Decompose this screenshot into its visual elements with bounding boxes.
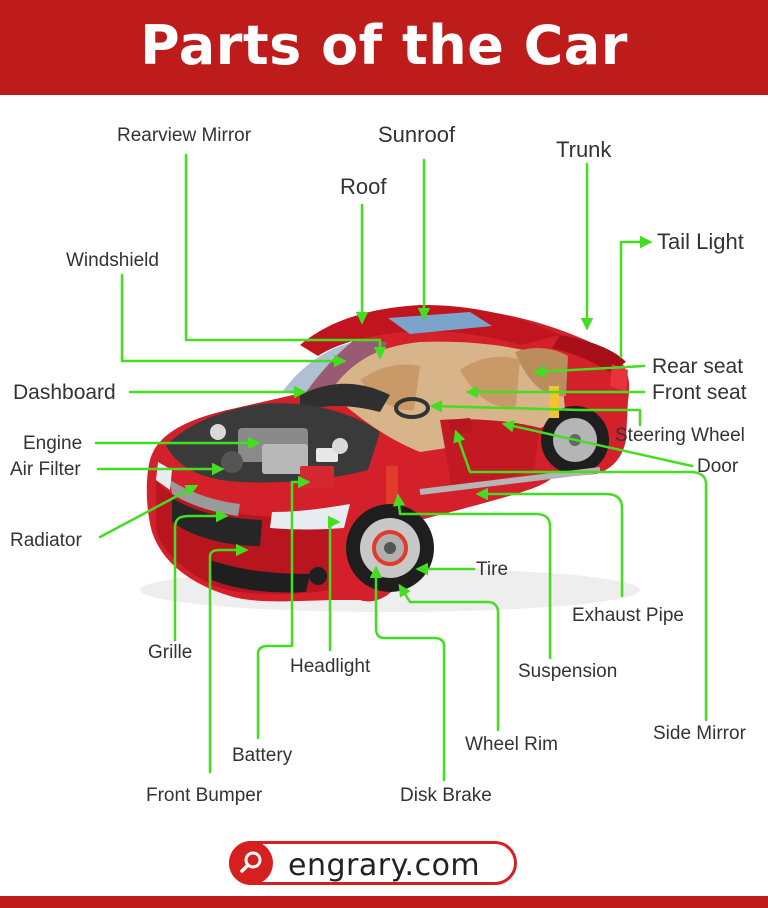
label-headlight: Headlight — [290, 656, 371, 677]
label-rearview-mirror: Rearview Mirror — [117, 125, 252, 146]
label-steering-wheel: Steering Wheel — [615, 425, 745, 446]
leader-headlight — [327, 515, 341, 652]
label-air-filter: Air Filter — [10, 459, 81, 480]
leader-door — [501, 420, 694, 468]
air-filter-unit — [221, 451, 243, 473]
leader-side-mirror — [453, 429, 708, 722]
leader-tail-light — [619, 235, 653, 359]
label-suspension: Suspension — [518, 661, 618, 682]
site-logo[interactable]: engrary.com — [229, 841, 517, 885]
label-rear-seat: Rear seat — [652, 355, 744, 378]
steering-wheel — [394, 397, 430, 419]
leader-rear-seat — [532, 364, 646, 378]
suspension-coil — [386, 466, 398, 506]
leader-front-bumper — [208, 543, 249, 774]
label-dashboard: Dashboard — [13, 381, 116, 404]
leader-rearview-mirror — [184, 153, 387, 360]
leader-exhaust-pipe — [475, 487, 624, 598]
label-tire: Tire — [476, 559, 509, 580]
page-title: Parts of the Car — [140, 14, 628, 77]
header-banner — [0, 0, 768, 95]
leader-grille — [173, 509, 229, 642]
label-trunk: Trunk — [556, 137, 612, 162]
front-bumper — [210, 560, 310, 593]
sunroof-glass — [388, 312, 492, 334]
label-exhaust-pipe: Exhaust Pipe — [572, 605, 684, 626]
label-front-seat: Front seat — [652, 381, 747, 404]
radiator — [170, 480, 240, 516]
label-wheel-rim: Wheel Rim — [465, 734, 558, 755]
dashboard — [300, 383, 390, 412]
label-battery: Battery — [232, 745, 293, 766]
side-mirror — [448, 418, 472, 434]
bottom-bar — [0, 896, 768, 908]
exhaust-pipe — [419, 467, 601, 495]
leader-windshield — [120, 273, 347, 368]
label-door: Door — [697, 456, 739, 477]
site-name: engrary.com — [288, 848, 481, 883]
leader-suspension — [392, 493, 552, 660]
leader-steering-wheel — [429, 400, 642, 427]
trunk-lid — [552, 335, 626, 372]
tail-light — [610, 364, 628, 392]
label-tail-light: Tail Light — [657, 229, 744, 254]
label-radiator: Radiator — [10, 530, 82, 551]
label-roof: Roof — [340, 174, 387, 199]
label-disk-brake: Disk Brake — [400, 785, 492, 806]
car-diagram — [94, 153, 708, 782]
battery-unit — [300, 466, 334, 488]
label-windshield: Windshield — [66, 250, 159, 271]
leader-lines — [94, 153, 708, 782]
label-grille: Grille — [148, 642, 193, 663]
car-illustration — [140, 304, 640, 612]
label-engine: Engine — [23, 433, 83, 454]
leader-battery — [256, 475, 311, 740]
leader-wheel-rim — [398, 583, 500, 732]
label-side-mirror: Side Mirror — [653, 723, 746, 744]
leader-disk-brake — [369, 565, 446, 782]
label-front-bumper: Front Bumper — [146, 785, 263, 806]
search-icon — [229, 841, 273, 885]
leader-radiator — [98, 484, 199, 539]
label-sunroof: Sunroof — [378, 122, 456, 147]
